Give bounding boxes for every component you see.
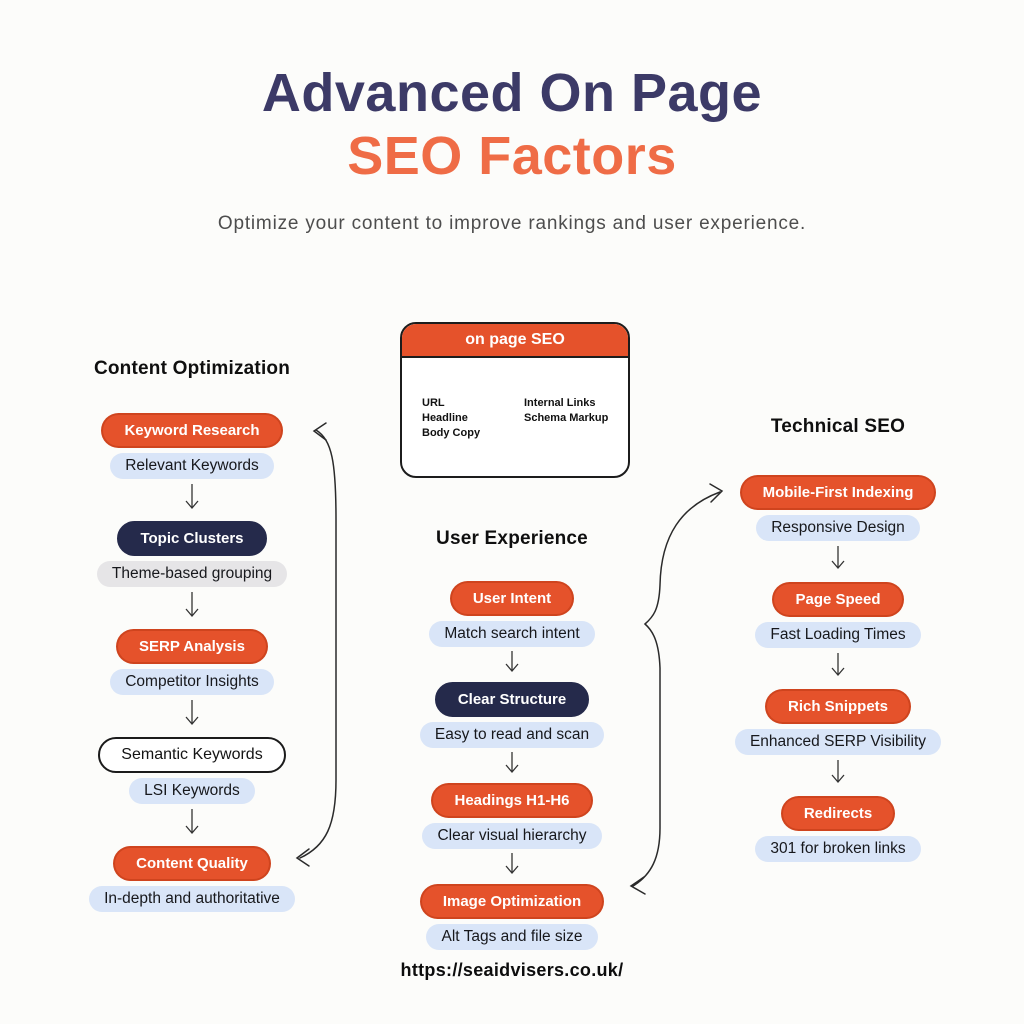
column-user-experience: User Experience User Intent Match search… — [392, 528, 632, 950]
step-detail-pill: Theme-based grouping — [96, 561, 288, 587]
column-title: Content Optimization — [93, 358, 291, 379]
card-title: on page SEO — [402, 324, 628, 358]
flow-step: Image Optimization Alt Tags and file siz… — [419, 884, 605, 950]
step-pill: Clear Structure — [434, 682, 590, 717]
column-technical-seo: Technical SEO Mobile-First Indexing Resp… — [722, 416, 954, 862]
step-pill: Topic Clusters — [117, 521, 267, 556]
arrow-down-icon — [505, 752, 519, 773]
arrowhead-bottom-right-icon — [629, 876, 646, 895]
on-page-seo-card: on page SEO URL Headline Body Copy Inter… — [400, 322, 630, 478]
step-detail-pill: Responsive Design — [756, 515, 920, 541]
arrow-down-icon — [185, 592, 199, 617]
card-item: Body Copy — [422, 427, 481, 439]
flow-step: Content Quality In-depth and authoritati… — [89, 846, 295, 912]
arrow-down-icon — [185, 700, 199, 725]
step-detail-pill: Competitor Insights — [110, 669, 274, 695]
flow-step: Redirects 301 for broken links — [755, 796, 921, 862]
arrow-down-icon — [505, 853, 519, 874]
header: Advanced On Page SEO Factors Optimize yo… — [0, 63, 1024, 235]
arrow-down-icon — [185, 484, 199, 509]
page-title-line1: Advanced On Page — [261, 63, 763, 123]
step-pill: Mobile-First Indexing — [739, 475, 937, 510]
flow-step: Headings H1-H6 Clear visual hierarchy — [422, 783, 602, 884]
step-detail-pill: LSI Keywords — [129, 778, 255, 804]
flow-step: User Intent Match search intent — [429, 581, 595, 682]
step-pill: Rich Snippets — [764, 689, 911, 724]
step-pill: SERP Analysis — [116, 629, 268, 664]
column-title: User Experience — [436, 528, 588, 549]
page-subtitle: Optimize your content to improve ranking… — [217, 212, 807, 234]
card-left-list: URL Headline Body Copy — [422, 396, 480, 441]
brace-arrow-right — [632, 491, 721, 887]
website-url: https://seaidvisers.co.uk/ — [400, 960, 624, 980]
card-item: URL — [422, 397, 445, 409]
flow-step: Keyword Research Relevant Keywords — [101, 413, 283, 521]
step-pill: Semantic Keywords — [98, 737, 286, 773]
step-detail-pill: Easy to read and scan — [419, 722, 605, 748]
step-pill: Headings H1-H6 — [431, 783, 593, 818]
step-detail-pill: Relevant Keywords — [110, 453, 274, 479]
card-item: Schema Markup — [524, 412, 609, 424]
arrow-down-icon — [185, 809, 199, 834]
flow-step: Rich Snippets Enhanced SERP Visibility — [734, 689, 942, 796]
flow-step: Mobile-First Indexing Responsive Design — [739, 475, 937, 582]
arrow-down-icon — [831, 546, 845, 569]
arrow-down-icon — [831, 653, 845, 676]
column-title: Technical SEO — [770, 416, 906, 437]
card-item: Headline — [422, 412, 468, 424]
step-detail-pill: In-depth and authoritative — [89, 886, 295, 912]
step-pill: Page Speed — [772, 582, 904, 617]
flow-step: Clear Structure Easy to read and scan — [419, 682, 605, 783]
card-right-list: Internal Links Schema Markup — [524, 396, 608, 426]
step-detail-pill: Alt Tags and file size — [426, 924, 598, 950]
column-content-optimization: Content Optimization Keyword Research Re… — [52, 358, 332, 912]
step-detail-pill: 301 for broken links — [755, 836, 921, 862]
step-detail-pill: Enhanced SERP Visibility — [734, 729, 942, 755]
page-title-line2: SEO Factors — [347, 126, 677, 187]
flow-step: Page Speed Fast Loading Times — [755, 582, 921, 689]
step-pill: Redirects — [780, 796, 896, 831]
step-detail-pill: Match search intent — [429, 621, 595, 647]
step-pill: Keyword Research — [101, 413, 283, 448]
step-pill: Content Quality — [113, 846, 271, 881]
flow-step: SERP Analysis Competitor Insights — [110, 629, 274, 737]
flow-step: Semantic Keywords LSI Keywords — [98, 737, 286, 846]
arrow-down-icon — [505, 651, 519, 672]
arrowhead-top-right-icon — [709, 483, 724, 503]
step-detail-pill: Fast Loading Times — [755, 622, 921, 648]
flow-step: Topic Clusters Theme-based grouping — [96, 521, 288, 629]
card-item: Internal Links — [524, 397, 596, 409]
arrow-down-icon — [831, 760, 845, 783]
step-pill: Image Optimization — [419, 884, 605, 919]
step-pill: User Intent — [449, 581, 575, 616]
step-detail-pill: Clear visual hierarchy — [422, 823, 602, 849]
